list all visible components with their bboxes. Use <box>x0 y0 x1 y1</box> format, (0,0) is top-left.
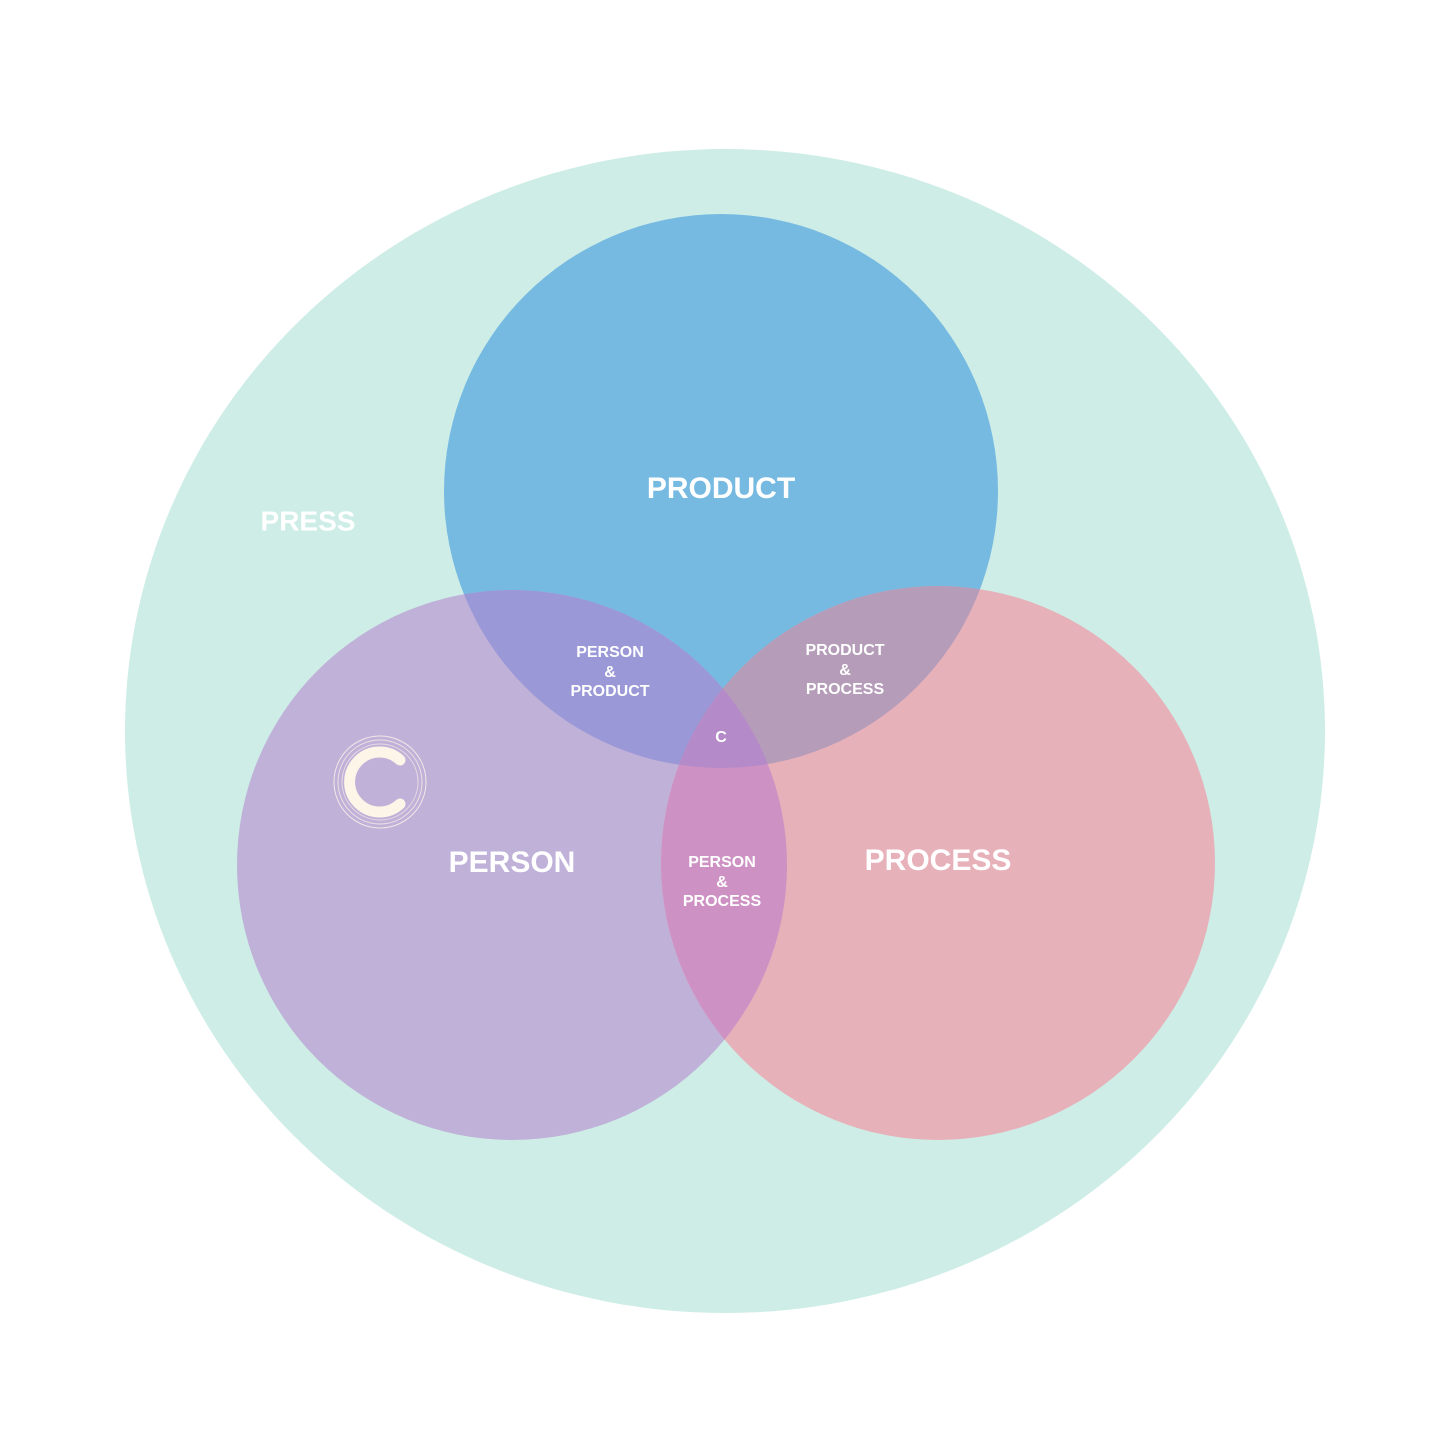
c-logo-icon <box>333 735 427 829</box>
person-process-label-line3: PROCESS <box>683 893 762 910</box>
person-product-label-line1: PERSON <box>576 644 644 661</box>
person-product-overlap <box>444 590 787 768</box>
person-product-label-line2: & <box>604 664 616 681</box>
center-label: C <box>715 729 727 746</box>
person-label: PERSON <box>449 846 576 879</box>
product-process-label-line1: PRODUCT <box>805 642 884 659</box>
product-process-label-line2: & <box>839 662 851 679</box>
product-label: PRODUCT <box>647 472 795 505</box>
press-label: PRESS <box>261 505 356 536</box>
product-process-overlap <box>661 586 998 768</box>
person-product-label-line3: PRODUCT <box>570 683 649 700</box>
product-process-label-line3: PROCESS <box>806 681 885 698</box>
person-process-label-line1: PERSON <box>688 854 756 871</box>
person-process-label-line2: & <box>716 874 728 891</box>
process-label: PROCESS <box>865 844 1012 877</box>
